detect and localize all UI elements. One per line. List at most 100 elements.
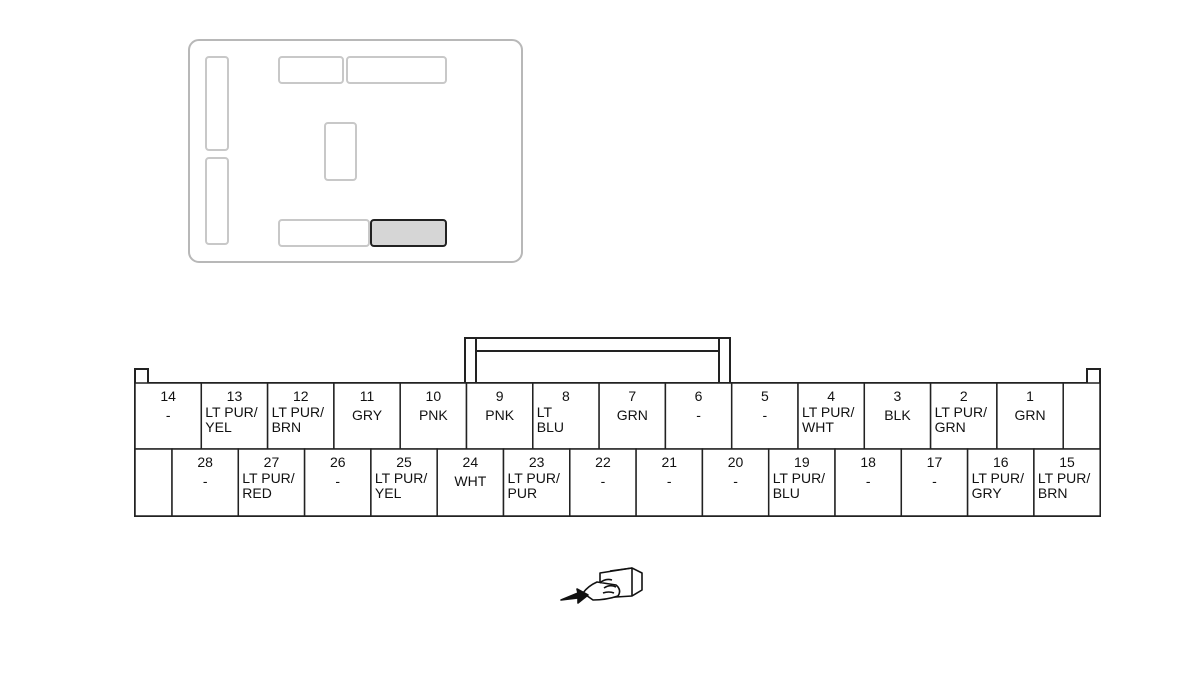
- pin-cavity: [303, 448, 372, 517]
- pin-number: 13: [227, 388, 243, 404]
- locator-connector: [346, 56, 447, 84]
- wire-color: LT PUR/: [802, 404, 854, 420]
- pin-cell: 18-: [834, 448, 903, 517]
- pin-cell: 22 -: [569, 448, 637, 517]
- pin-cell: 26 -: [303, 448, 372, 517]
- pin-cavity: [635, 448, 704, 517]
- pin-number: 25: [396, 454, 412, 470]
- pin-number: 21: [661, 454, 677, 470]
- pin-cell: 2LT PUR/GRN: [929, 382, 998, 450]
- pin-number: 17: [927, 454, 943, 470]
- pin-number: 20: [728, 454, 744, 470]
- pin-number: 24: [463, 454, 479, 470]
- wire-color: GRN: [1014, 407, 1045, 423]
- locking-tab: [464, 337, 731, 384]
- pin-number: 6: [695, 388, 703, 404]
- wire-color: GRN: [617, 407, 648, 423]
- pin-number: 2: [960, 388, 968, 404]
- wire-color: LT PUR/: [205, 404, 257, 420]
- pin-number: 10: [426, 388, 442, 404]
- wire-color: BLK: [884, 407, 911, 423]
- pin-number: 4: [827, 388, 835, 404]
- pin-number: 12: [293, 388, 309, 404]
- pin-cavity: [333, 382, 401, 450]
- wire-color: BLU: [773, 485, 800, 501]
- wire-color: GRN: [935, 419, 966, 435]
- hand-pointing-at-connector-icon: [560, 567, 643, 604]
- locator-connector-highlighted: [370, 219, 447, 247]
- pin-number: 8: [562, 388, 570, 404]
- pin-cavity: [502, 448, 571, 517]
- pin-number: 23: [529, 454, 545, 470]
- pin-cell: 4LT PUR/WHT: [797, 382, 866, 450]
- pin-cavity-empty: [1062, 382, 1101, 450]
- wire-color: YEL: [205, 419, 232, 435]
- pin-number: 3: [894, 388, 902, 404]
- wire-color: LT PUR/: [972, 470, 1024, 486]
- pin-cavity: [996, 382, 1064, 450]
- wire-color: LT PUR/: [508, 470, 560, 486]
- pin-cavity: [598, 382, 667, 450]
- pin-cavity: [1033, 448, 1101, 517]
- pin-number: 22: [595, 454, 611, 470]
- pin-cavity: [399, 382, 468, 450]
- wire-color: PNK: [419, 407, 448, 423]
- pin-cell: 6-: [664, 382, 733, 450]
- wire-color: -: [667, 473, 672, 489]
- wire-color: -: [733, 473, 738, 489]
- wire-color: LT PUR/: [375, 470, 427, 486]
- pin-cell: 20 -: [701, 448, 770, 517]
- pin-cavity: [569, 448, 637, 517]
- pin-number: 16: [993, 454, 1009, 470]
- pin-cavity: [863, 382, 932, 450]
- wire-color: WHT: [802, 419, 834, 435]
- locator-connector: [278, 56, 344, 84]
- pin-cavity: [730, 382, 799, 450]
- pin-cavity: [966, 448, 1035, 517]
- wire-color: BLU: [537, 419, 564, 435]
- pin-cell: 14-: [134, 382, 203, 450]
- pin-cavity: [370, 448, 438, 517]
- wire-color: -: [335, 473, 340, 489]
- pin-cavity: [929, 382, 998, 450]
- pin-number: 7: [628, 388, 636, 404]
- pin-number: 15: [1059, 454, 1075, 470]
- pin-number: 27: [264, 454, 280, 470]
- wire-color: LT PUR/: [242, 470, 294, 486]
- locator-connector: [205, 56, 229, 151]
- locator-connector: [278, 219, 370, 247]
- wire-color: BRN: [1038, 485, 1068, 501]
- wire-color: LT PUR/: [1038, 470, 1090, 486]
- wire-color: -: [696, 407, 701, 423]
- wire-color: PNK: [485, 407, 514, 423]
- pin-cavity-empty: [134, 448, 173, 517]
- wire-color: -: [601, 473, 606, 489]
- wire-color: RED: [242, 485, 272, 501]
- pin-number: 18: [860, 454, 876, 470]
- wire-color: GRY: [352, 407, 383, 423]
- module-locator: [188, 39, 523, 263]
- wire-color: -: [932, 473, 937, 489]
- wire-color: -: [166, 407, 171, 423]
- pin-cavity: [171, 448, 240, 517]
- wire-color: YEL: [375, 485, 402, 501]
- pin-cell: 21 -: [635, 448, 704, 517]
- wire-color: -: [203, 473, 208, 489]
- locator-connector: [324, 122, 357, 181]
- pin-number: 26: [330, 454, 346, 470]
- wire-color: LT PUR/: [935, 404, 987, 420]
- pin-cell: 5-: [730, 382, 799, 450]
